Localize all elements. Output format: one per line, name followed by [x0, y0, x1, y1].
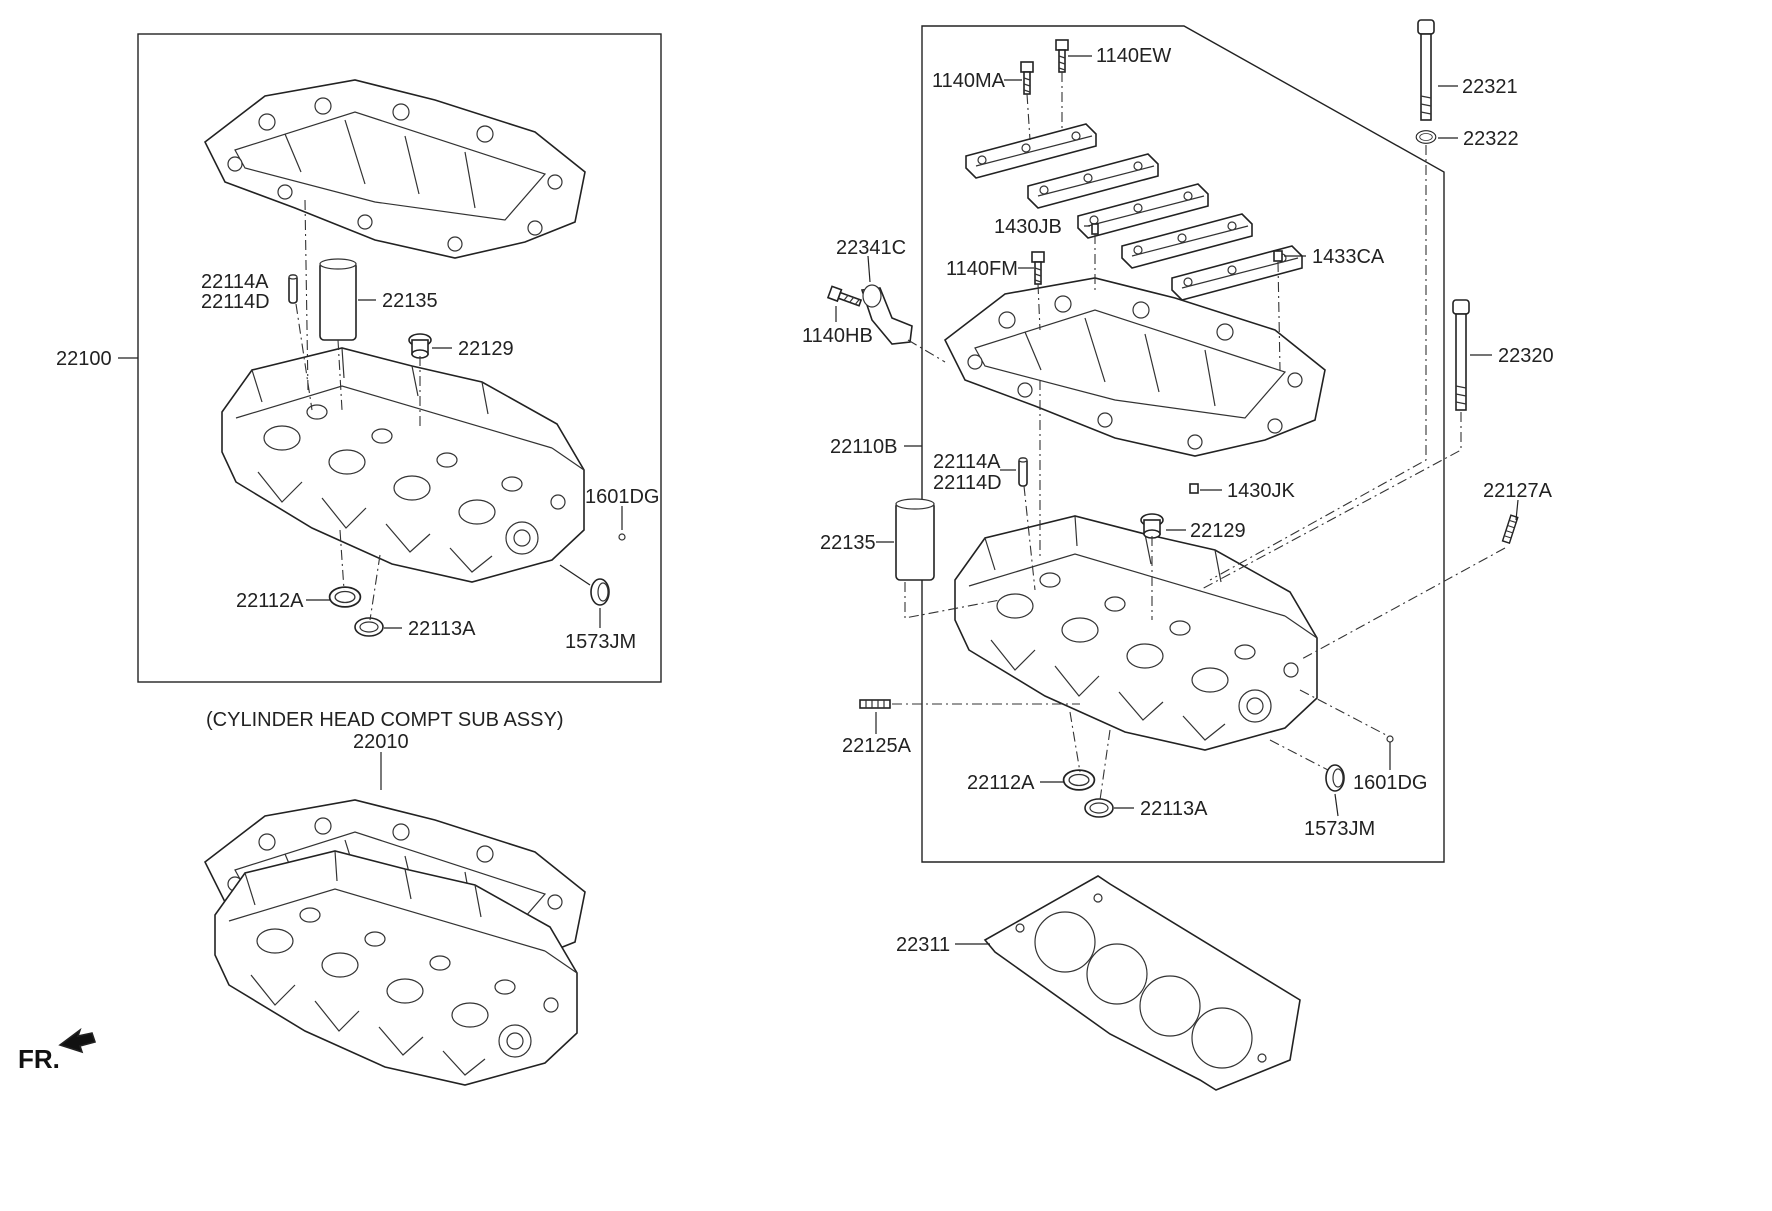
leader-line: [867, 255, 871, 283]
label-22322: 22322: [1463, 128, 1519, 150]
front-marker: FR.: [18, 1027, 97, 1074]
label-22129-left: 22129: [458, 338, 514, 360]
assembly-frame-right: [921, 25, 1445, 863]
ring-22113A-left: [354, 617, 384, 637]
guide-line: [904, 582, 1001, 619]
guide-line: [1023, 485, 1036, 591]
label-22114D-right: 22114D: [933, 472, 1002, 494]
label-22114D-left: 22114D: [201, 291, 270, 313]
label-22114A-left: 22114A: [201, 271, 269, 293]
guide-line: [1209, 145, 1427, 581]
subassy-number: 22010: [353, 731, 409, 753]
label-22320: 22320: [1498, 345, 1554, 367]
gasket-22311: [983, 875, 1301, 1091]
dowel-22135-left: [319, 258, 357, 341]
leader-line: [1334, 793, 1339, 817]
plug-22129-left: [408, 333, 432, 359]
guide-line: [1069, 711, 1081, 773]
guide-line: [1026, 93, 1031, 141]
label-22110B: 22110B: [830, 436, 897, 458]
guide-line: [1277, 261, 1281, 371]
label-1601DG-right: 1601DG: [1353, 772, 1428, 794]
guide-line: [369, 554, 381, 621]
seal-1573JM-left: [590, 578, 610, 606]
label-1601DG-left: 1601DG: [585, 486, 660, 508]
pin-1601DG-left: [618, 533, 626, 541]
label-1573JM-right: 1573JM: [1304, 818, 1375, 840]
front-marker-label: FR.: [18, 1044, 60, 1074]
bracket-22341C: [860, 284, 913, 345]
leader-line: [559, 564, 591, 586]
label-22100: 22100: [56, 348, 112, 370]
pin-1430JB: [1091, 223, 1099, 235]
guide-line: [1037, 283, 1041, 331]
bolt-1140HB: [827, 285, 863, 310]
pin-1601DG-right: [1386, 735, 1394, 743]
label-1430JK: 1430JK: [1227, 480, 1295, 502]
cylinder-head-subassy: [204, 799, 586, 1086]
bolt-22320: [1452, 299, 1470, 411]
leader-line: [1515, 499, 1519, 521]
plug-22129-right: [1140, 513, 1164, 539]
seal-1573JM-right: [1325, 764, 1345, 792]
ring-22113A-right: [1084, 798, 1114, 818]
pin-1430JK: [1189, 483, 1199, 494]
label-22321: 22321: [1462, 76, 1518, 98]
label-1573JM-left: 1573JM: [565, 631, 636, 653]
label-22112A-left: 22112A: [236, 590, 304, 612]
label-22135-right: 22135: [820, 532, 876, 554]
guide-line: [1299, 689, 1389, 737]
guide-line: [1299, 547, 1506, 661]
label-22135-left: 22135: [382, 290, 438, 312]
guide-line: [337, 339, 343, 411]
guide-line: [1269, 739, 1329, 771]
label-1430JB: 1430JB: [994, 216, 1062, 238]
guide-line: [1199, 412, 1462, 591]
guide-line: [907, 339, 946, 363]
dowel-22135-right: [895, 498, 935, 581]
bolt-1140MA: [1020, 61, 1034, 95]
label-1140MA: 1140MA: [932, 70, 1006, 92]
stud-22125A: [859, 699, 891, 709]
label-22113A-right: 22113A: [1140, 798, 1208, 820]
label-1433CA: 1433CA: [1312, 246, 1385, 268]
label-1140FM: 1140FM: [946, 258, 1018, 280]
head-left: [221, 347, 585, 583]
label-22311: 22311: [896, 934, 950, 956]
front-arrow-icon: [58, 1027, 97, 1054]
carrier-left: [204, 79, 586, 259]
guide-line: [304, 199, 309, 393]
guide-line: [295, 303, 313, 411]
label-22112A-right: 22112A: [967, 772, 1035, 794]
subassy-title: (CYLINDER HEAD COMPT SUB ASSY): [206, 709, 563, 731]
washer-22322: [1415, 130, 1437, 144]
label-22341C: 22341C: [836, 237, 906, 259]
bolt-22321: [1417, 19, 1435, 121]
label-1140HB: 1140HB: [802, 325, 873, 347]
label-22113A-left: 22113A: [408, 618, 476, 640]
pin-1433CA: [1273, 250, 1283, 262]
ring-22112A-right: [1062, 769, 1096, 791]
carrier-right: [944, 277, 1326, 457]
guide-line: [1099, 729, 1111, 801]
ring-22112A-left: [328, 586, 362, 608]
bolt-1140EW: [1055, 39, 1069, 73]
label-22127A: 22127A: [1483, 480, 1553, 502]
label-1140EW: 1140EW: [1096, 45, 1171, 67]
pin-22114-left: [288, 274, 298, 304]
label-22125A: 22125A: [842, 735, 912, 757]
pin-22114-right: [1018, 457, 1028, 487]
label-22129-right: 22129: [1190, 520, 1246, 542]
label-22114A-right: 22114A: [933, 451, 1001, 473]
